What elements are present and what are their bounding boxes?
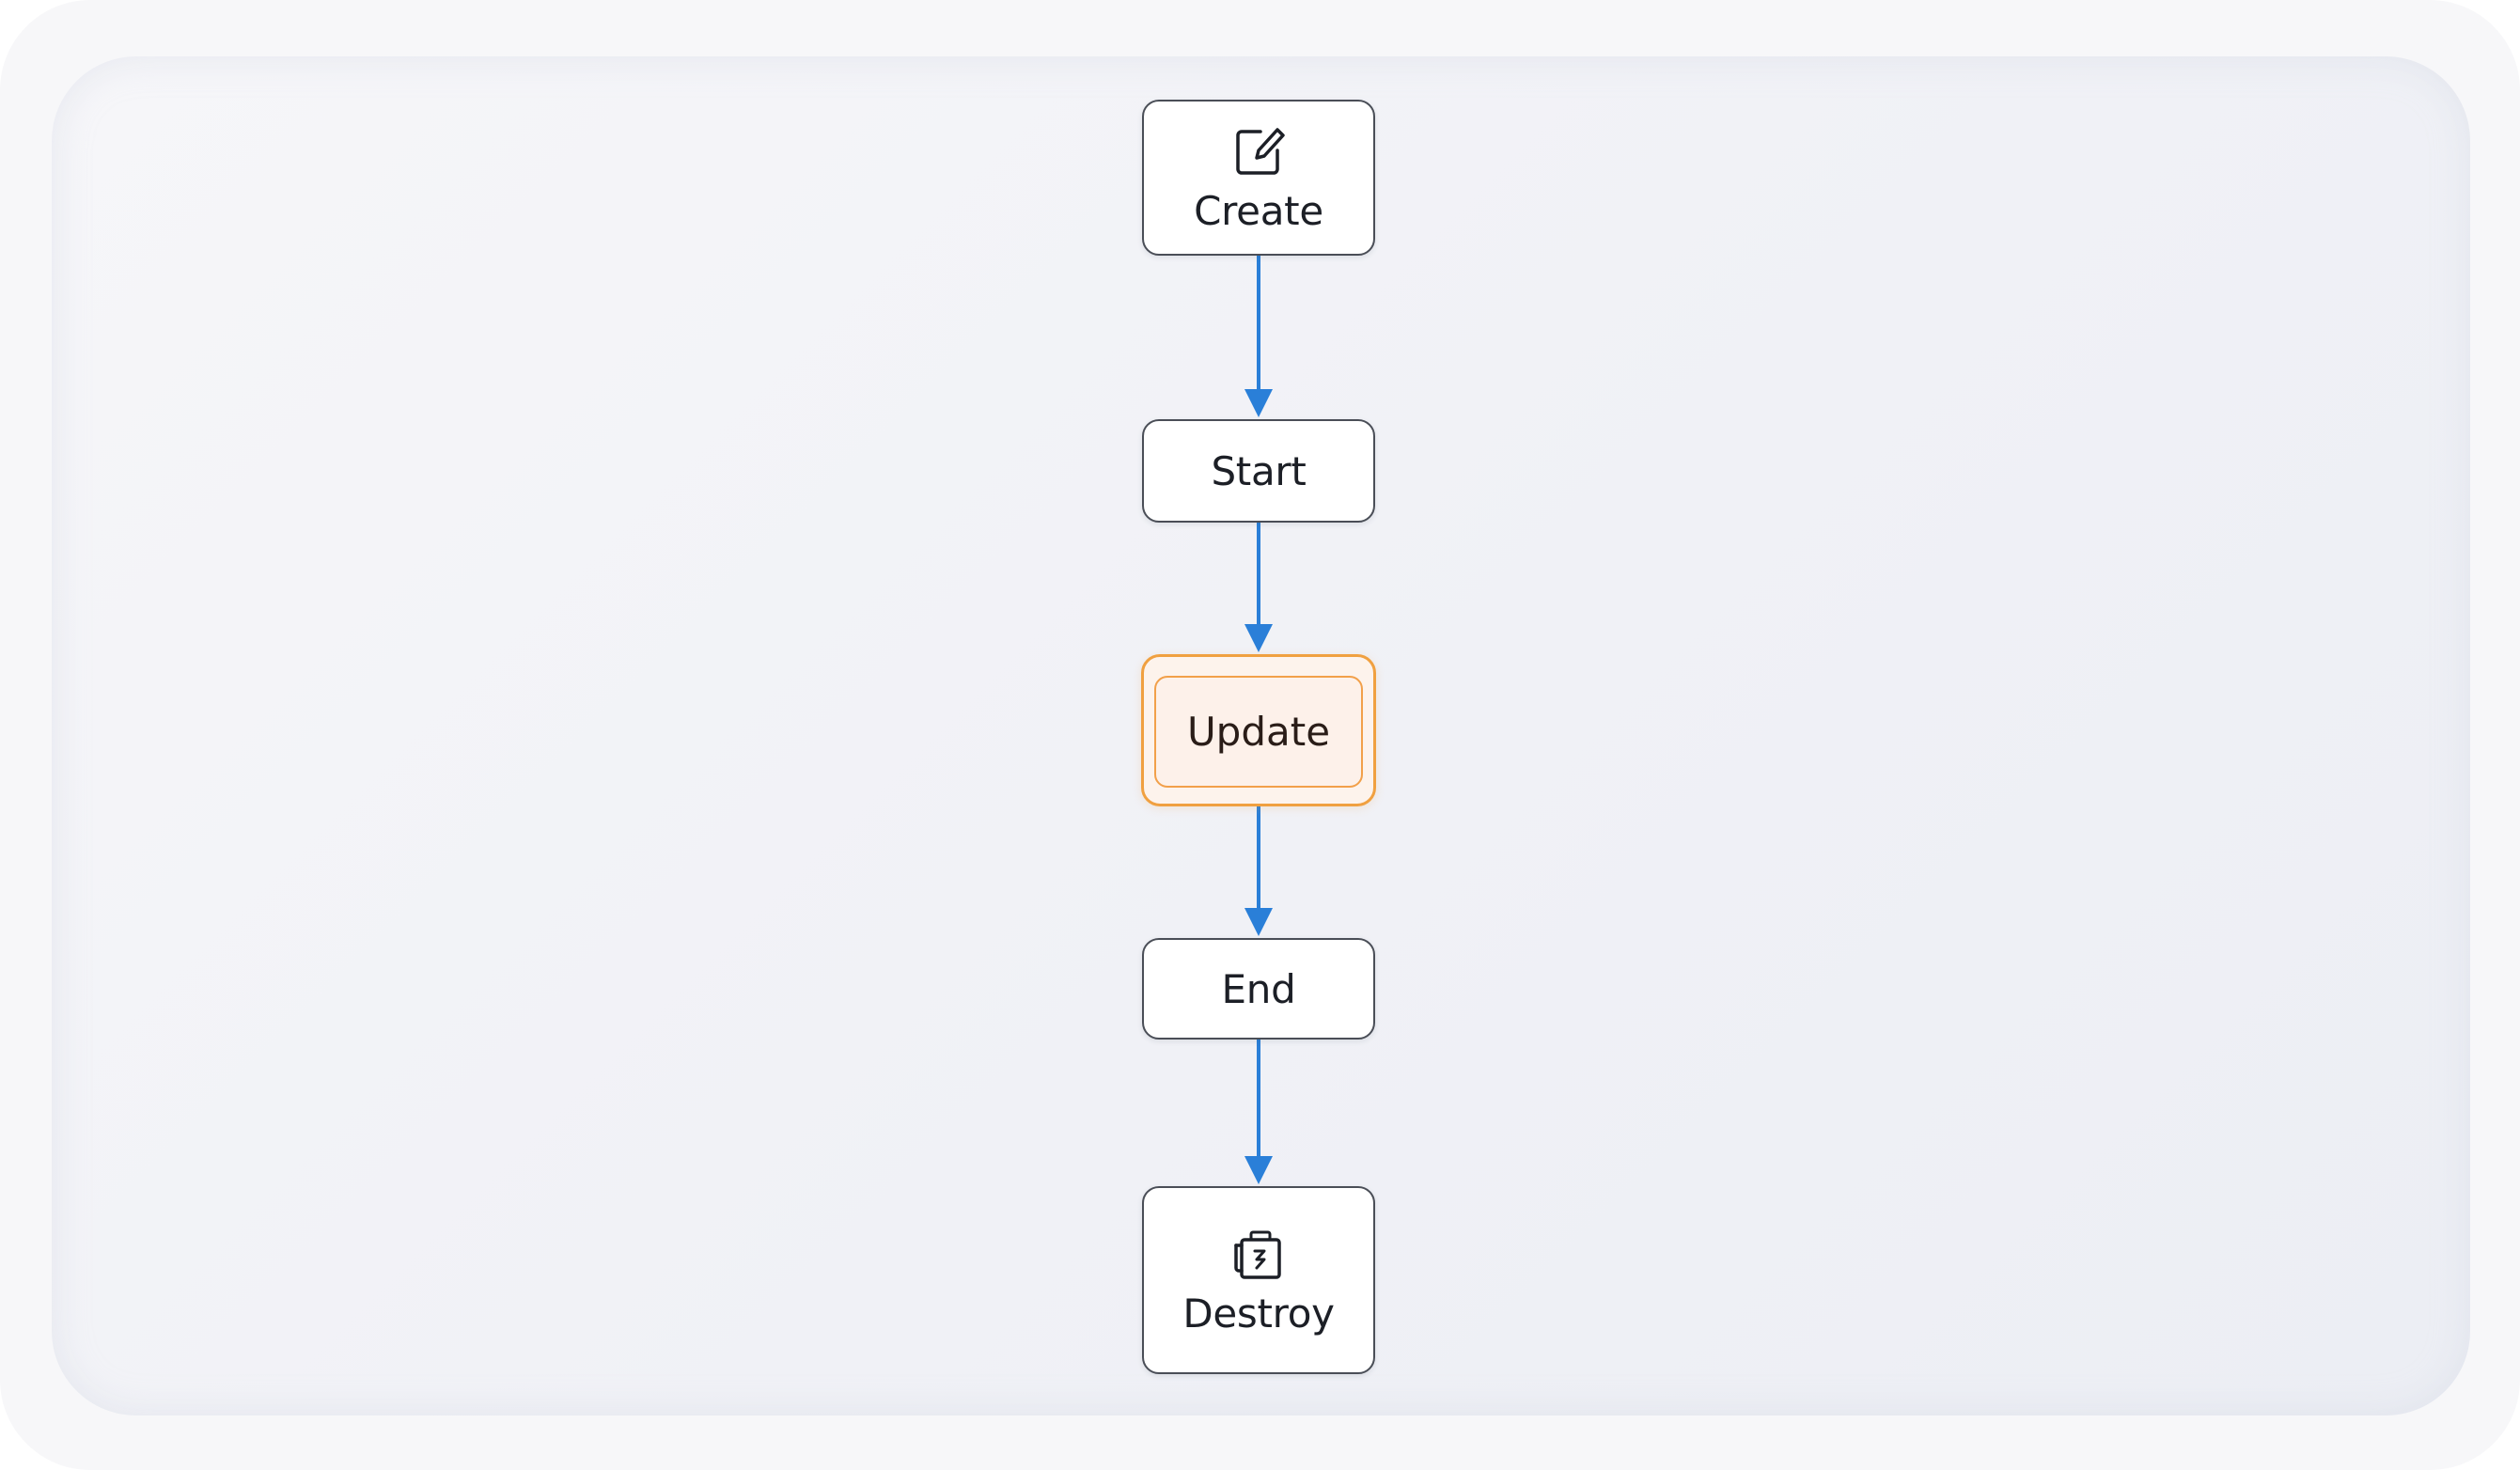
trash-bin-icon [1234, 1230, 1281, 1279]
node-update[interactable]: Update [1141, 654, 1376, 806]
node-label: End [1221, 965, 1296, 1012]
node-update-inner: Update [1154, 676, 1363, 788]
node-label: Create [1194, 187, 1323, 234]
node-create[interactable]: Create [1142, 100, 1375, 256]
node-end[interactable]: End [1142, 938, 1375, 1040]
node-label: Start [1211, 447, 1307, 494]
edit-square-icon [1236, 127, 1285, 175]
node-label: Destroy [1182, 1290, 1335, 1337]
node-start[interactable]: Start [1142, 419, 1375, 523]
node-destroy[interactable]: Destroy [1142, 1186, 1375, 1374]
node-label: Update [1186, 709, 1331, 755]
